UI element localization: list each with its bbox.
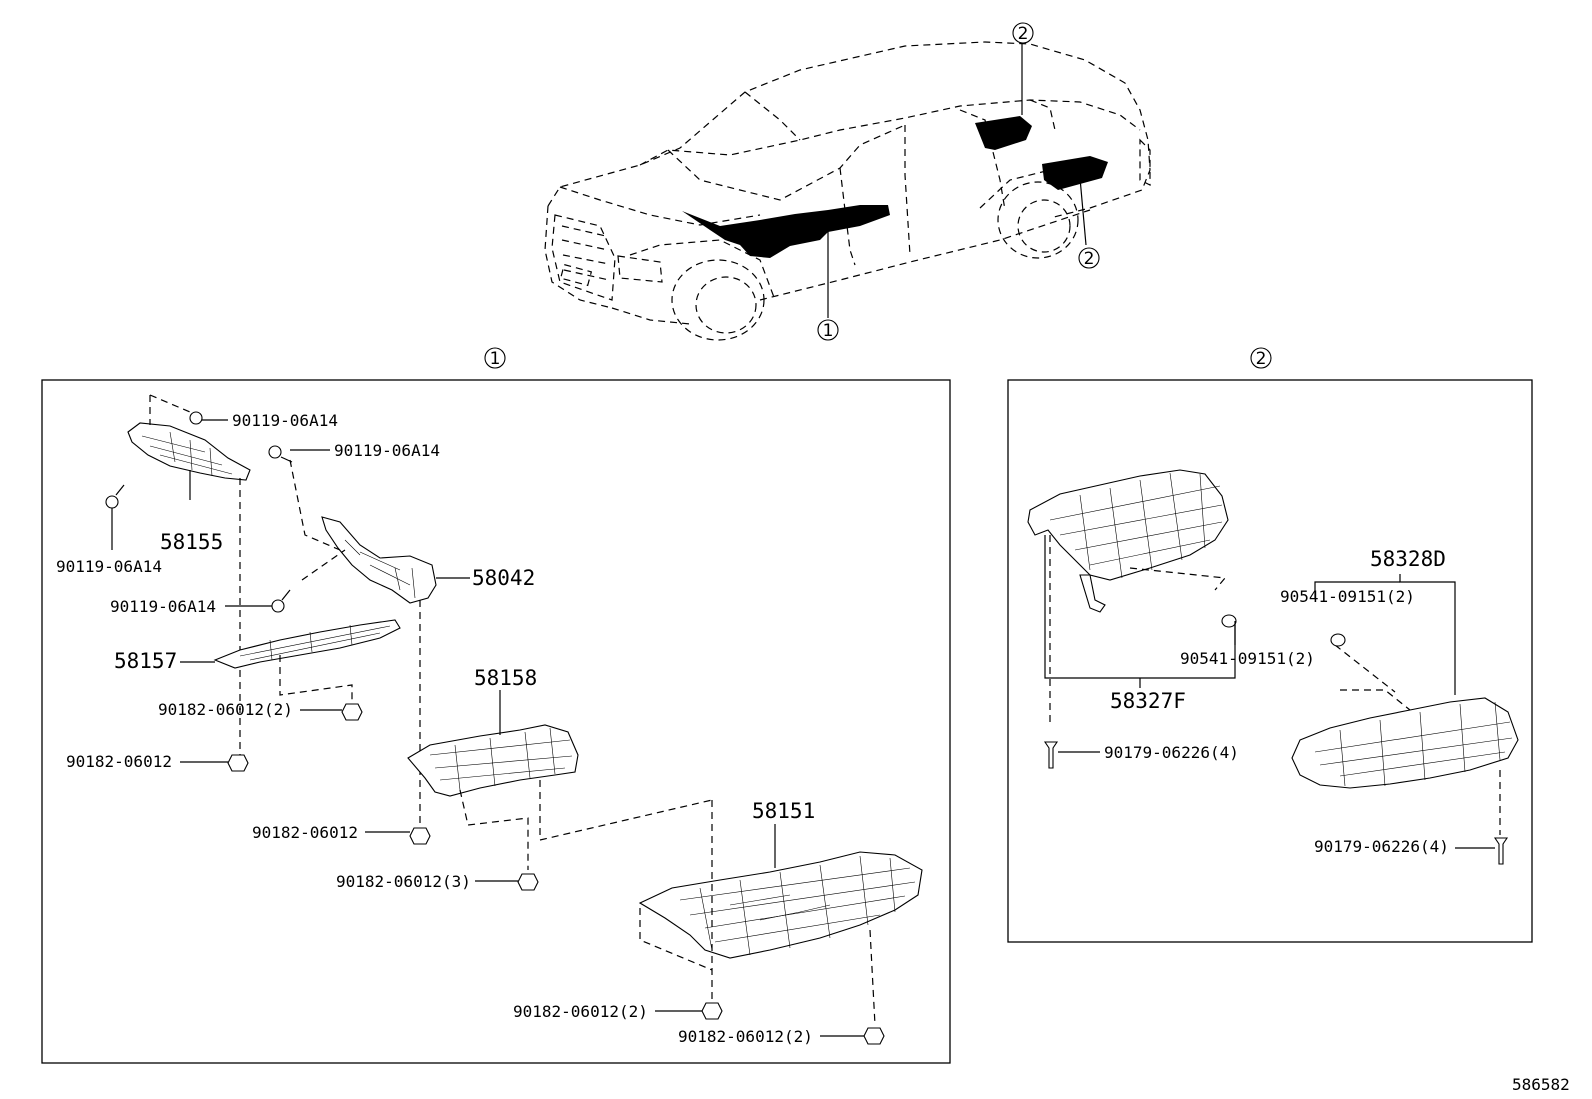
fastener-clip-a <box>1330 633 1346 647</box>
label-58158: 58158 <box>474 666 537 690</box>
section-one-frame <box>41 379 951 1064</box>
svg-text:2: 2 <box>1256 349 1267 369</box>
label-bolt-d: 90119-06A14 <box>110 597 216 616</box>
label-rivet-a: 90179-06226(4) <box>1104 743 1239 762</box>
label-nut-b: 90182-06012 <box>66 752 172 771</box>
label-nut-f: 90182-06012(2) <box>678 1027 813 1046</box>
fastener-bolt-d <box>225 589 291 613</box>
part-58327f-shape <box>1027 469 1236 725</box>
diagram-id: 586582 <box>1512 1075 1570 1094</box>
fastener-rivet-b <box>1455 837 1509 865</box>
section-two-frame <box>1007 379 1533 943</box>
part-58328d-shape <box>1291 574 1519 835</box>
part-58157-shape <box>180 619 401 708</box>
label-nut-e: 90182-06012(2) <box>513 1002 648 1021</box>
fastener-rivet-a <box>1043 741 1100 769</box>
fastener-clip-b <box>1221 614 1237 645</box>
part-58151-shape <box>638 800 923 1026</box>
car-illustration <box>544 41 1151 341</box>
svg-text:1: 1 <box>823 321 834 341</box>
svg-text:2: 2 <box>1018 24 1029 44</box>
section-two-marker: 2 <box>1250 347 1272 369</box>
label-58155: 58155 <box>160 530 223 554</box>
fastener-nut-c <box>365 827 431 845</box>
part-58158-shape <box>407 690 713 870</box>
label-bolt-c: 90119-06A14 <box>56 557 162 576</box>
label-58327f: 58327F <box>1110 689 1186 713</box>
fastener-nut-d <box>475 873 539 891</box>
label-nut-c: 90182-06012 <box>252 823 358 842</box>
label-58151: 58151 <box>752 799 815 823</box>
label-nut-d: 90182-06012(3) <box>336 872 471 891</box>
callout-two-top: 2 <box>1012 22 1034 44</box>
label-rivet-b: 90179-06226(4) <box>1314 837 1449 856</box>
callout-two-right: 2 <box>1078 247 1100 269</box>
svg-text:2: 2 <box>1084 249 1095 269</box>
fastener-bolt-c <box>105 484 125 550</box>
fastener-nut-e <box>655 1002 723 1020</box>
label-clip-a: 90541-09151(2) <box>1280 587 1415 606</box>
label-58042: 58042 <box>472 566 535 590</box>
fastener-bolt-b <box>268 445 330 463</box>
part-58155-shape <box>127 394 251 755</box>
part-58042-shape <box>289 459 470 830</box>
fastener-bolt-a <box>189 411 228 425</box>
label-nut-a: 90182-06012(2) <box>158 700 293 719</box>
svg-text:1: 1 <box>490 349 501 369</box>
fastener-nut-f <box>820 1027 885 1045</box>
label-58157: 58157 <box>114 649 177 673</box>
label-58328d: 58328D <box>1370 547 1446 571</box>
label-clip-b: 90541-09151(2) <box>1180 649 1315 668</box>
fastener-nut-b <box>180 754 249 772</box>
label-bolt-b: 90119-06A14 <box>334 441 440 460</box>
callout-one-car: 1 <box>817 319 839 341</box>
label-bolt-a: 90119-06A14 <box>232 411 338 430</box>
section-one-marker: 1 <box>484 347 506 369</box>
fastener-nut-a <box>300 703 363 721</box>
